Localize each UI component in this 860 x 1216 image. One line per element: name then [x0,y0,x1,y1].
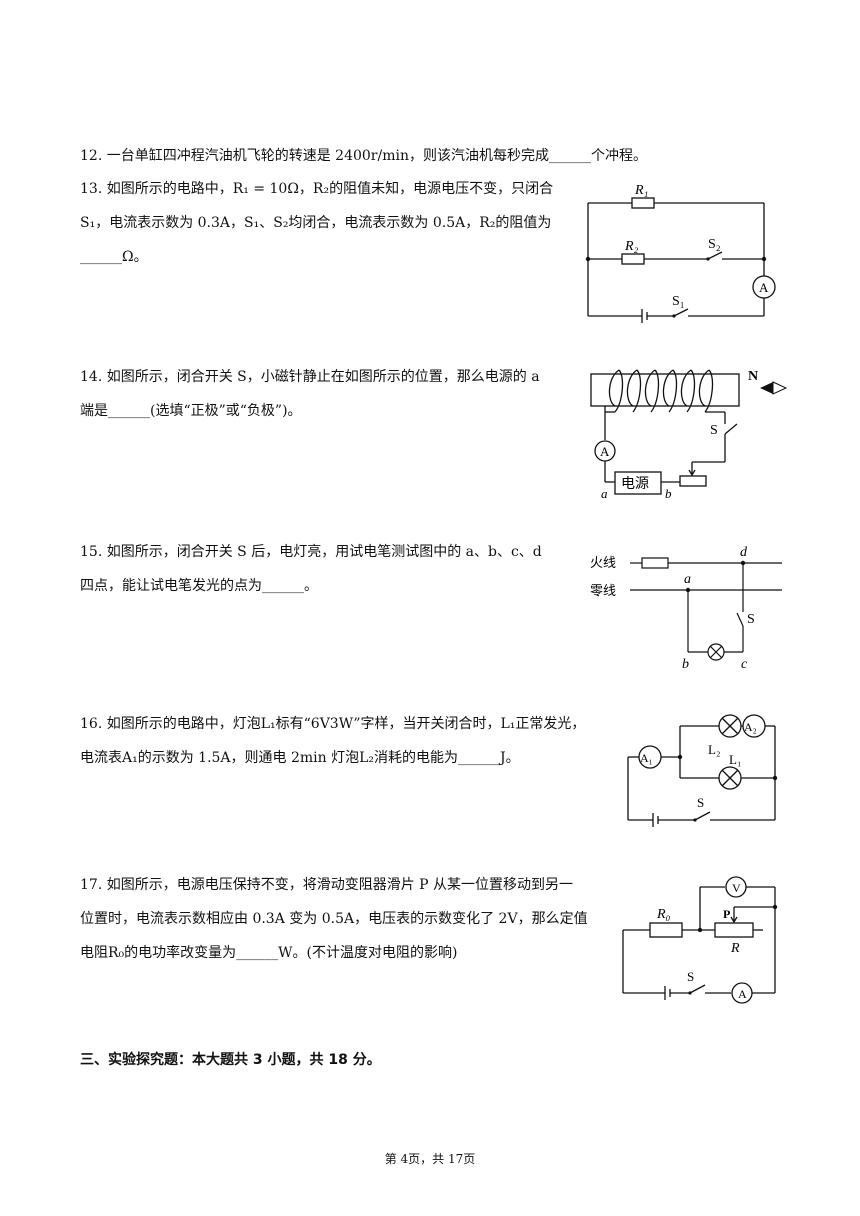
s-label: S [697,795,704,810]
q16-line1: 16. 如图所示的电路中，灯泡L₁标有“6V3W”字样，当开关闭合时，L₁正常发… [80,716,586,732]
s2-switch [707,251,723,260]
compass-needle-south [772,381,788,395]
b-label: b [665,486,672,501]
live-wire-label: 火线 [590,555,616,570]
rheostat-r [714,922,754,938]
a-label: a [601,486,608,501]
q14-line1: 14. 如图所示，闭合开关 S，小磁针静止在如图所示的位置，那么电源的 a [80,369,540,385]
v-label: V [732,881,741,895]
a2-label: A₂ [744,720,757,734]
q13-line2: S₁，电流表示数为 0.3A，S₁、S₂均闭合，电流表示数为 0.5A，R₂的阻… [80,215,552,231]
s-switch [724,423,738,435]
c-label: c [741,657,748,672]
s-label: S [747,612,755,627]
s1-label: S₁ [672,294,685,309]
s-switch [689,984,706,994]
r0-resistor [649,922,683,938]
s-label: S [710,423,718,438]
a-label: a [684,572,691,587]
neutral-wire-label: 零线 [590,583,616,598]
r0-label: R₀ [656,907,671,922]
q17-line2: 位置时，电流表示数相应由 0.3A 变为 0.5A，电压表的示数变化了 2V，那… [80,911,588,927]
r1-label: R₁ [634,183,648,198]
q13-line3: ______Ω。 [80,249,148,265]
q12-line1: 12. 一台单缸四冲程汽油机飞轮的转速是 2400r/min，则该汽油机每秒完成… [80,148,647,164]
q14-line2: 端是______(选填“正极”或“负极”)。 [80,403,302,419]
b-label: b [682,657,689,672]
s-label: S [687,969,694,984]
r1-resistor [631,197,655,209]
q17-circuit-diagram: V R₀ P R S A [622,876,778,1004]
s2-label: S₂ [708,237,721,252]
q15-household-circuit: 火线 零线 d a b c S [590,545,782,672]
n-label: N [748,369,758,384]
q17-line3: 电阻R₀的电功率改变量为______W。(不计温度对电阻的影响) [80,945,458,961]
fuse [641,557,669,569]
r-label: R [730,941,740,956]
q15-line1: 15. 如图所示，闭合开关 S 后，电灯亮，用试电笔测试图中的 a、b、c、d [80,544,542,560]
l2-label: L₂ [708,742,720,757]
ammeter-label: A [759,280,769,295]
rheostat [679,475,707,487]
s1-switch [673,308,689,317]
l1-label: L₁ [729,752,741,767]
r2-resistor [621,253,645,265]
q17-line1: 17. 如图所示，电源电压保持不变，将滑动变阻器滑片 P 从某一位置移动到另一 [80,877,574,893]
solenoid-core [590,373,740,407]
page-footer: 第 4页，共 17页 [384,1152,476,1166]
section-3-heading: 三、实验探究题：本大题共 3 小题，共 18 分。 [80,1052,381,1068]
q15-line2: 四点，能让试电笔发光的点为______。 [80,578,318,594]
power-source-box [614,471,662,495]
p-label: P [723,907,730,921]
ammeter-label: A [600,444,610,459]
r2-label: R₂ [624,239,639,254]
d-label: d [740,545,748,560]
q13-circuit-diagram: R₁ R₂ S₂ A S₁ [585,183,776,323]
q14-solenoid-diagram: N S A 电源 a b [590,369,788,501]
q16-circuit-diagram: A₁ A₂ L₂ L₁ S [627,714,778,827]
a1-label: A₁ [640,751,653,765]
s-switch [736,612,744,627]
ammeter-label: A [738,987,747,1001]
q16-line2: 电流表A₁的示数为 1.5A，则通电 2min 灯泡L₂消耗的电能为______… [80,750,520,766]
q13-line1: 13. 如图所示的电路中，R₁ = 10Ω，R₂的阻值未知，电源电压不变，只闭合 [80,181,554,197]
compass-needle-north [760,382,773,394]
s-switch [694,811,711,821]
source-label: 电源 [621,476,649,492]
